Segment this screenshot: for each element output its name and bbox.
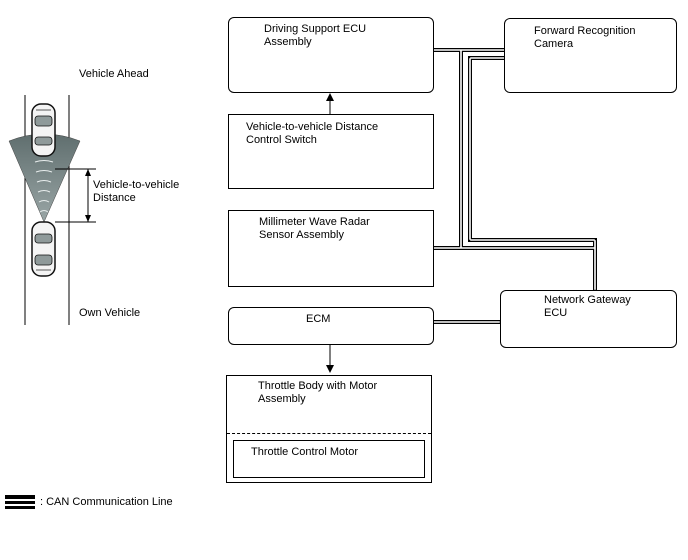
vehicle-ahead-label: Vehicle Ahead xyxy=(79,68,149,80)
driving-support-ecu-box: Driving Support ECU Assembly xyxy=(228,17,434,93)
throttle-body-label: Throttle Body with Motor Assembly xyxy=(258,380,378,405)
radar-sensor-label: Millimeter Wave Radar Sensor Assembly xyxy=(259,216,370,241)
forward-camera-label: Forward Recognition Camera xyxy=(534,25,636,50)
throttle-body-divider xyxy=(227,433,431,434)
radar-sensor-box: Millimeter Wave Radar Sensor Assembly xyxy=(228,210,434,287)
forward-camera-box: Forward Recognition Camera xyxy=(504,18,677,93)
network-gateway-box: Network Gateway ECU xyxy=(500,290,677,348)
throttle-motor-label: Throttle Control Motor xyxy=(251,446,358,458)
can-legend-label: : CAN Communication Line xyxy=(40,496,173,508)
ecm-box: ECM xyxy=(228,307,434,345)
distance-label: Vehicle-to-vehicle Distance xyxy=(93,179,180,204)
distance-arrow-up xyxy=(85,169,91,176)
distance-switch-label: Vehicle-to-vehicle Distance Control Swit… xyxy=(246,121,379,146)
distance-arrow-down xyxy=(85,215,91,222)
radar-waves xyxy=(34,160,54,213)
own-vehicle-label: Own Vehicle xyxy=(79,307,141,319)
can-legend-symbol xyxy=(5,495,35,509)
ecm-label: ECM xyxy=(306,313,331,325)
can-bus-lines-inner xyxy=(433,49,596,323)
switch-to-ecu-arrowhead xyxy=(326,93,334,101)
ecm-to-throttle-arrowhead xyxy=(326,365,334,373)
driving-support-ecu-label: Driving Support ECU Assembly xyxy=(264,23,367,48)
vehicle-ahead-icon xyxy=(31,103,56,157)
network-gateway-label: Network Gateway ECU xyxy=(544,294,631,319)
distance-switch-box: Vehicle-to-vehicle Distance Control Swit… xyxy=(228,114,434,189)
own-vehicle-icon xyxy=(31,221,56,277)
throttle-body-box: Throttle Body with Motor Assembly Thrott… xyxy=(226,375,432,483)
throttle-motor-box: Throttle Control Motor xyxy=(233,440,425,478)
